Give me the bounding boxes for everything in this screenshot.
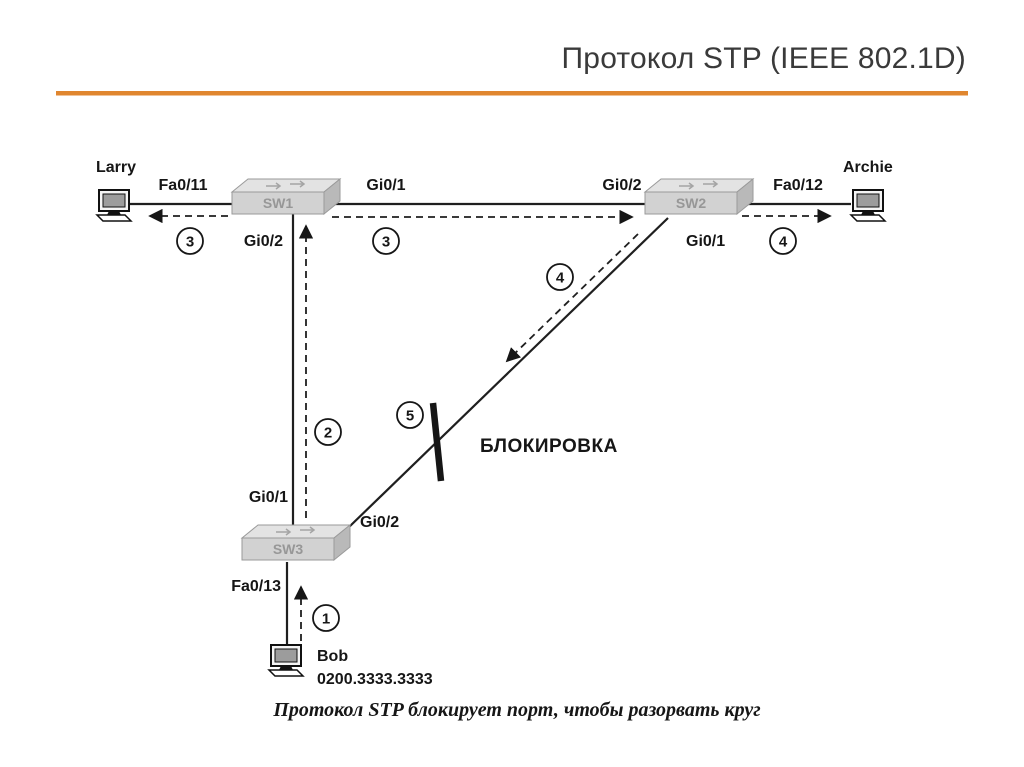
switch-sw3-label: SW3 [273,541,304,557]
block-mark: БЛОКИРОВКА [429,402,618,482]
switch-sw1: SW1 [231,178,341,215]
switch-sw2: SW2 [644,178,754,215]
host-bob-mac: 0200.3333.3333 [317,671,433,688]
step-circle [396,401,424,429]
step-number: 3 [186,234,194,251]
link-sw2-sw3 [347,217,669,529]
step-number: 5 [406,408,414,425]
host-archie-label: Archie [843,159,893,176]
link-lines [129,202,851,644]
step-circle [312,604,340,632]
flow-arrows [148,208,832,641]
block-bar [429,402,445,482]
step-badge-3-top: 3 [372,227,400,255]
host-larry [96,189,132,222]
step-circle [314,418,342,446]
computer-icon [268,644,304,677]
slide-title: Протокол STP (IEEE 802.1D) [561,42,966,75]
step-number: 3 [382,234,390,251]
step-badge-3-left: 3 [176,227,204,255]
host-archie [850,189,886,222]
switch-sw2-label: SW2 [676,195,707,211]
block-label: БЛОКИРОВКА [480,436,618,457]
computer-icon [850,189,886,222]
host-larry-label: Larry [96,159,136,176]
step-badge-4-right: 4 [769,227,797,255]
step-badge-2: 2 [314,418,342,446]
port-sw1-gi0-2: Gi0/2 [244,233,283,250]
step-badges: 1 2 3 3 4 4 5 [176,227,797,632]
accent-rule [56,91,968,96]
step-circle [546,263,574,291]
port-fa0-11: Fa0/11 [159,177,208,194]
step-number: 2 [324,425,332,442]
port-fa0-13: Fa0/13 [231,578,281,595]
port-fa0-12: Fa0/12 [773,177,823,194]
host-bob [268,644,304,677]
step-number: 1 [322,611,330,628]
computer-icon [96,189,132,222]
step-badge-4-diagonal: 4 [546,263,574,291]
arrow-step4-sw2-to-sw3 [505,233,639,363]
switch-sw1-label: SW1 [263,195,294,211]
step-circle [769,227,797,255]
figure-caption: Протокол STP блокирует порт, чтобы разор… [272,699,760,721]
step-number: 4 [556,270,565,287]
step-number: 4 [779,234,788,251]
host-bob-label: Bob [317,648,348,665]
port-sw2-gi0-2: Gi0/2 [602,177,641,194]
port-sw3-gi0-1: Gi0/1 [249,489,288,506]
step-circle [372,227,400,255]
step-badge-5: 5 [396,401,424,429]
port-sw2-gi0-1: Gi0/1 [686,233,725,250]
step-circle [176,227,204,255]
step-badge-1: 1 [312,604,340,632]
port-sw1-gi0-1: Gi0/1 [366,177,405,194]
port-sw3-gi0-2: Gi0/2 [360,514,399,531]
switch-sw3: SW3 [241,524,351,561]
